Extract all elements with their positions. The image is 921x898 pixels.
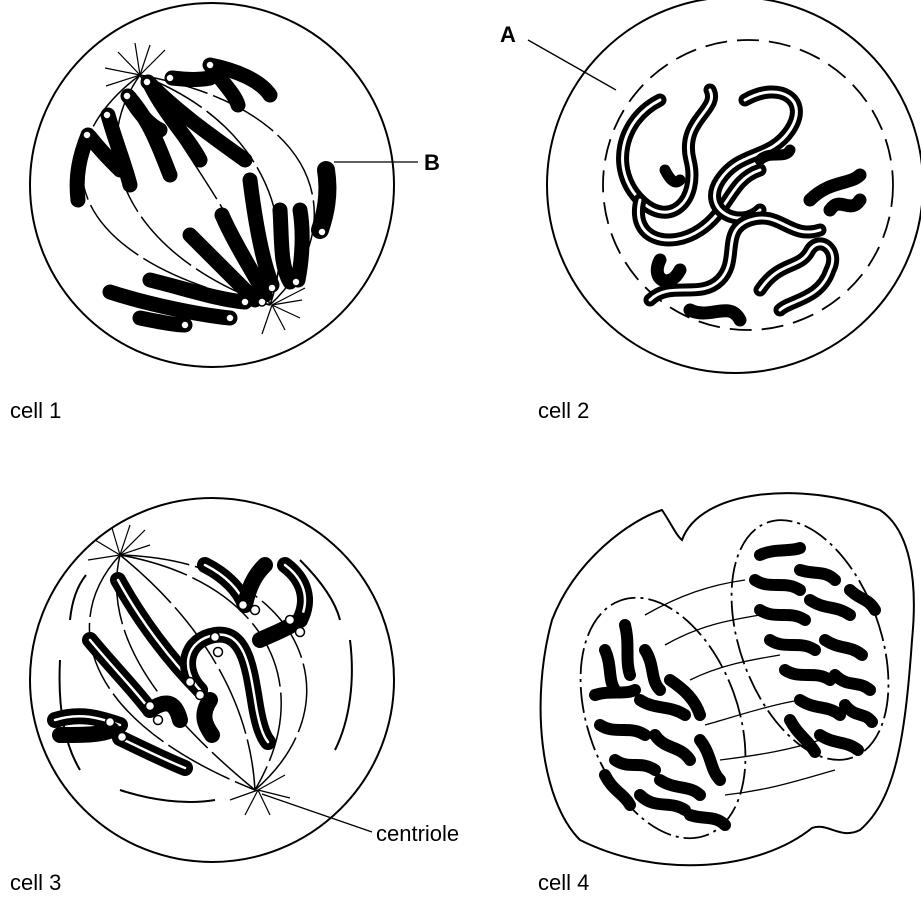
- cell-1-label: cell 1: [10, 398, 61, 423]
- label-a-leader: [528, 40, 616, 90]
- cell-2: [528, 0, 921, 373]
- label-b: B: [424, 150, 440, 175]
- cell-1-chromosomes: [77, 65, 327, 325]
- cell-2-chromatin: [623, 90, 860, 320]
- cell-1: [30, 3, 418, 367]
- cell-3-aster-top: [88, 525, 150, 560]
- cell-4: [541, 493, 919, 865]
- cell-3: [30, 498, 394, 862]
- cell-3-membrane: [30, 498, 394, 862]
- cell-2-label: cell 2: [538, 398, 589, 423]
- cell-4-right-chromosomes: [755, 548, 875, 752]
- cell-4-label: cell 4: [538, 870, 589, 895]
- cell-3-label: cell 3: [10, 870, 61, 895]
- centriole-leader: [262, 794, 372, 832]
- label-a: A: [500, 22, 516, 47]
- cell-3-chromosomes: [55, 565, 305, 768]
- centriole-label: centriole: [376, 821, 459, 846]
